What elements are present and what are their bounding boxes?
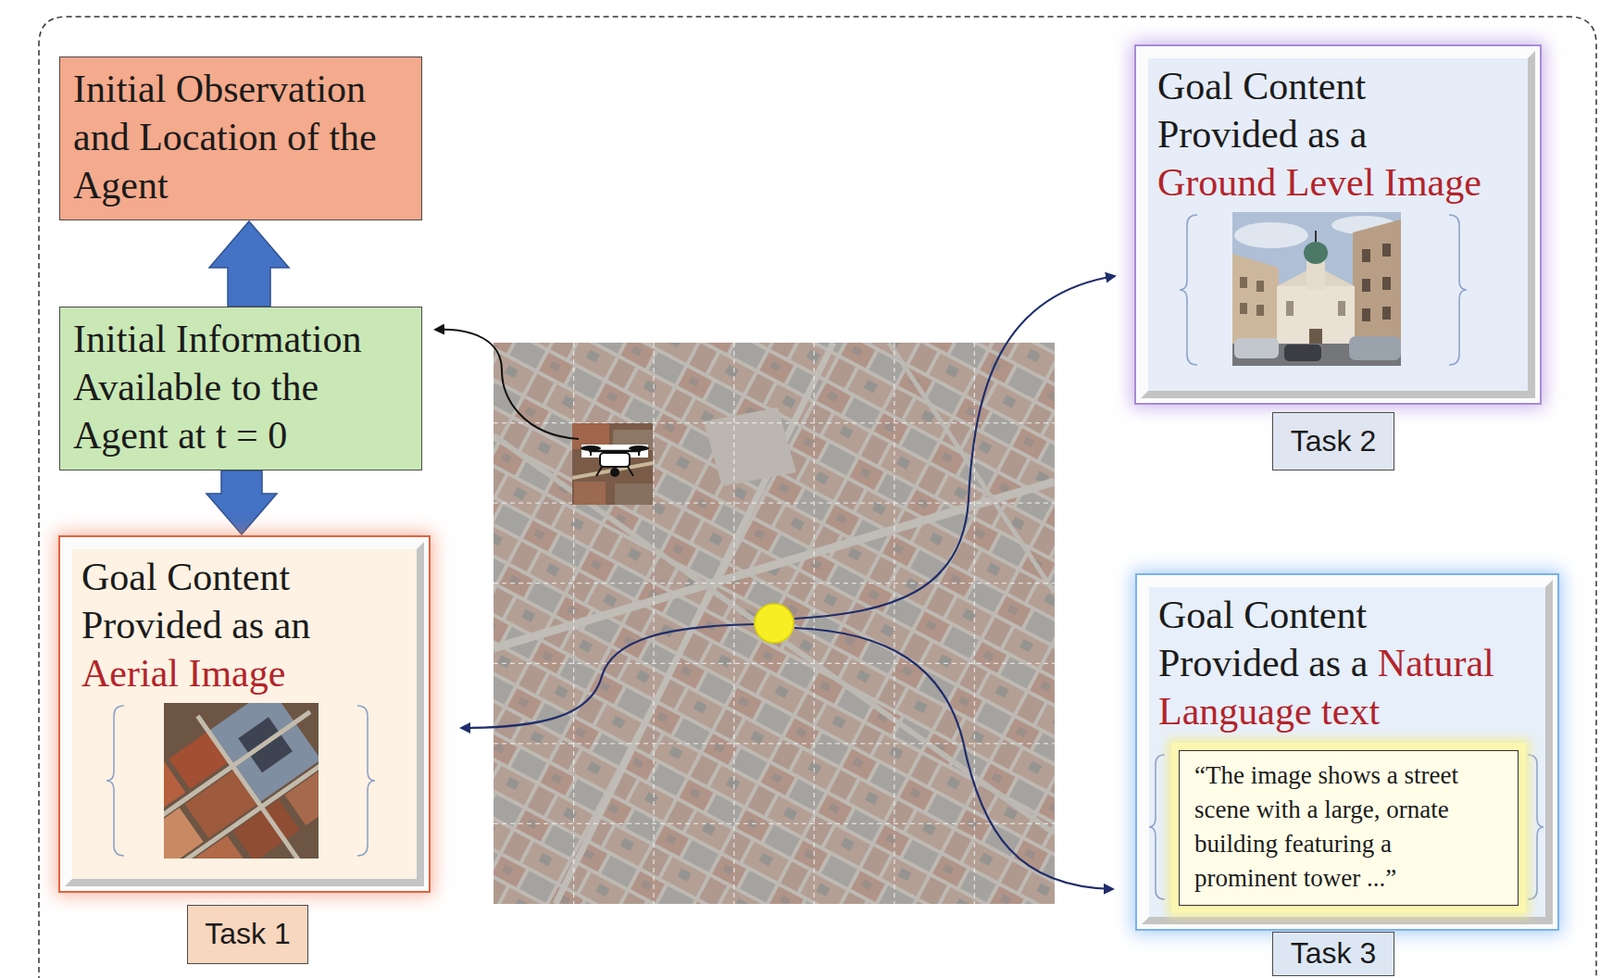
drone-camera: [610, 467, 620, 477]
aerial-map: [493, 342, 1055, 904]
map-haze: [493, 342, 1055, 904]
map-haze: [493, 342, 1055, 904]
window: [1239, 302, 1248, 314]
cloud: [1234, 222, 1309, 249]
goal-panel: Goal Content Provided as anAerial Image: [64, 541, 425, 887]
info-box: Initial Information Available to the Age…: [59, 306, 423, 471]
bracket: [106, 705, 125, 856]
church-spire: [1314, 230, 1317, 242]
window: [1382, 243, 1391, 257]
photo-street: [163, 702, 319, 859]
window: [1239, 276, 1248, 288]
car: [1284, 344, 1322, 362]
window: [1256, 280, 1264, 292]
block-arrow: [209, 221, 289, 307]
window: [1337, 300, 1346, 316]
roof: [614, 483, 653, 505]
task-tag: Task 2: [1272, 412, 1395, 471]
window: [1256, 304, 1264, 316]
block-arrow: [206, 470, 277, 535]
aerial-photo: [163, 702, 319, 859]
window: [1362, 308, 1371, 322]
goal-text: Aerial Image: [81, 649, 360, 698]
goal-text: Goal Content Provided as a: [1157, 62, 1436, 159]
roof: [574, 481, 606, 505]
goal-location-dot: [754, 603, 794, 643]
task-tag: Task 3: [1272, 931, 1395, 976]
drone-body: [600, 452, 630, 467]
goal-text: Goal Content Provided as a: [1158, 593, 1368, 685]
bracket: [1179, 214, 1198, 365]
window: [1362, 249, 1371, 263]
bracket: [357, 705, 375, 856]
task-label: Task 1: [187, 905, 308, 963]
map-roofs: [493, 342, 1055, 904]
task-label: Task 3: [1273, 932, 1394, 975]
quote-box: “The image shows a street scene with a l…: [1178, 750, 1519, 906]
goal-curve: [794, 627, 1113, 889]
drone-tile: [572, 423, 653, 505]
roof: [174, 835, 249, 859]
window: [1382, 306, 1391, 320]
window: [1382, 276, 1391, 290]
street-photo: [1232, 212, 1401, 366]
goal-curve: [794, 275, 1115, 619]
left-building: [1232, 253, 1279, 366]
bracket: [1449, 214, 1467, 365]
dashed-frame: [38, 16, 1597, 978]
window: [1286, 300, 1294, 316]
window: [1362, 278, 1371, 292]
tile-ground: [572, 423, 653, 505]
goal-text: Goal Content Provided as an: [81, 552, 360, 650]
map-ground: [493, 342, 1055, 904]
task-label: Task 2: [1273, 412, 1394, 469]
aerial-goal-picture: [105, 702, 376, 859]
car: [1349, 336, 1401, 361]
goal-curve: [461, 624, 754, 728]
ground-goal-picture: [1178, 212, 1468, 368]
bracket: [1149, 754, 1165, 900]
car: [1234, 337, 1279, 359]
info-box: Initial Observation and Location of the …: [59, 56, 423, 221]
sky: [1232, 212, 1401, 366]
bracket: [1527, 754, 1544, 900]
goal-panel: Goal Content Provided as a Natural Langu…: [1141, 579, 1553, 925]
goal-panel: Goal Content Provided as aGround Level I…: [1140, 50, 1536, 399]
pointer-line: [435, 329, 579, 439]
goal-text: Ground Level Image: [1157, 158, 1436, 207]
map-grid: [493, 342, 1055, 904]
quote-text: “The image shows a street scene with a l…: [1194, 758, 1459, 896]
drone-leg: [596, 466, 634, 476]
roof-blocks: [163, 702, 319, 859]
task-tag: Task 1: [187, 904, 309, 964]
drone-icon: [580, 444, 650, 477]
box-text: Initial Observation and Location of the …: [73, 64, 409, 210]
church-dome: [1303, 241, 1328, 264]
box-text: Initial Information Available to the Age…: [73, 314, 409, 460]
